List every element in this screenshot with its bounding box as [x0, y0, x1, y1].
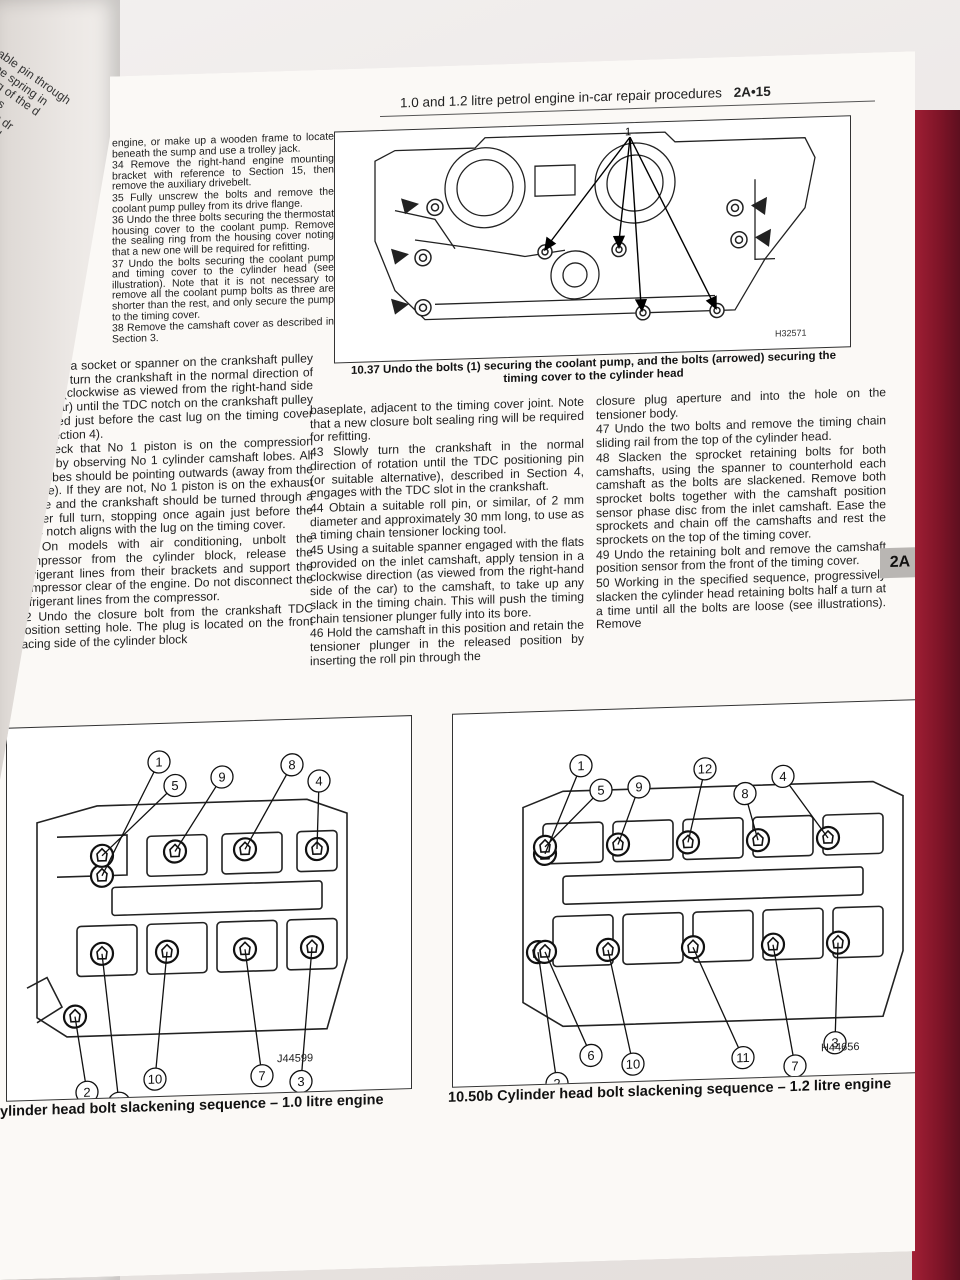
callout-number: 10	[148, 1071, 162, 1086]
paragraph: 45 Using a suitable spanner engaged with…	[310, 534, 584, 626]
callout-7: 7	[245, 948, 273, 1087]
callout-number: 1	[155, 754, 162, 769]
callout-number: 4	[779, 769, 786, 784]
paragraph: 38 Remove the camshaft cover as describe…	[112, 315, 334, 346]
callout-number: 10	[626, 1056, 640, 1071]
callout-number: 2	[83, 1085, 90, 1100]
callout-3: 3	[824, 942, 846, 1054]
fig3-ref: H44656	[821, 1041, 860, 1054]
book-cover-edge	[912, 110, 960, 1280]
paragraph: 37 Undo the bolts securing the coolant p…	[112, 251, 334, 323]
callout-8: 8	[734, 782, 758, 841]
callout-12: 12	[688, 757, 716, 842]
callout-10: 10	[608, 949, 644, 1076]
manual-page: 1.0 and 1.2 litre petrol engine in-car r…	[0, 51, 915, 1280]
callout-number: 7	[791, 1058, 798, 1073]
fig1-callout-1: 1	[625, 126, 631, 138]
callout-number: 3	[297, 1074, 304, 1089]
paragraph: 41 On models with air conditioning, unbo…	[18, 531, 313, 610]
cylinder-head-1-2-drawing: 15 9 12 8 4 2 6 10 11 7 3 H44656	[453, 699, 941, 1086]
paragraph: 46 Hold the camshaft in this position an…	[310, 617, 584, 668]
paragraph: 40 Check that No 1 piston is on the comp…	[18, 434, 313, 540]
callout-number: 5	[171, 778, 178, 793]
callout-number: 6	[587, 1048, 594, 1063]
callout-number: 8	[288, 757, 295, 772]
callout-4: 4	[308, 770, 330, 850]
paragraph: 50 Working in the specified sequence, pr…	[596, 567, 886, 632]
callout-5: 5	[545, 779, 612, 847]
cylinder-head-1-0-drawing: 15984261073 J44599	[7, 716, 411, 1101]
section-tab: 2A	[880, 547, 920, 578]
figure-10-50a: 15984261073 J44599	[6, 715, 412, 1102]
callout-number: 8	[741, 786, 748, 801]
callout-6: 6	[545, 950, 602, 1068]
callout-1: 1	[102, 751, 170, 876]
callout-4: 4	[772, 764, 828, 840]
text-column-1-top: engine, or make up a wooden frame to loc…	[112, 132, 334, 346]
paragraph: 42 Undo the closure bolt from the cranks…	[18, 600, 313, 652]
head-bolt-icon	[682, 936, 704, 959]
callout-number: 4	[315, 773, 322, 788]
callout-7: 7	[773, 944, 806, 1078]
callout-9: 9	[618, 776, 650, 845]
callout-9: 9	[175, 766, 233, 852]
paragraph: 36 Undo the three bolts securing the the…	[112, 207, 334, 259]
callout-number: 3	[831, 1035, 838, 1050]
figure-10-37: 1 H32571	[334, 115, 851, 363]
callout-number: 1	[577, 758, 584, 773]
timing-cover-drawing: 1 H32571	[335, 116, 850, 362]
callout-8: 8	[245, 753, 303, 849]
paragraph: 48 Slacken the sprocket retaining bolts …	[596, 441, 886, 548]
callout-number: 11	[736, 1050, 749, 1065]
fig2-ref: J44599	[277, 1052, 313, 1065]
paragraph: 43 Slowly turn the crankshaft in the nor…	[310, 436, 584, 501]
callout-10: 10	[144, 952, 167, 1091]
callout-1: 1	[545, 754, 592, 853]
callout-2: 2	[75, 1016, 98, 1101]
text-column-2: baseplate, adjacent to the timing cover …	[310, 396, 584, 670]
callout-11: 11	[693, 945, 754, 1070]
callout-number: 9	[218, 769, 225, 784]
callout-5: 5	[102, 774, 186, 856]
callout-number: 9	[635, 779, 642, 794]
head-bolt-icon	[234, 838, 256, 861]
callout-number: 2	[553, 1076, 560, 1087]
callout-number: 12	[698, 761, 712, 776]
callout-number: 5	[597, 783, 604, 798]
callout-3: 3	[290, 947, 312, 1093]
text-column-3: closure plug aperture and into the hole …	[596, 386, 886, 633]
header-page-ref: 2A•15	[733, 83, 771, 100]
callout-number: 7	[258, 1068, 265, 1083]
fig1-ref: H32571	[775, 328, 807, 339]
